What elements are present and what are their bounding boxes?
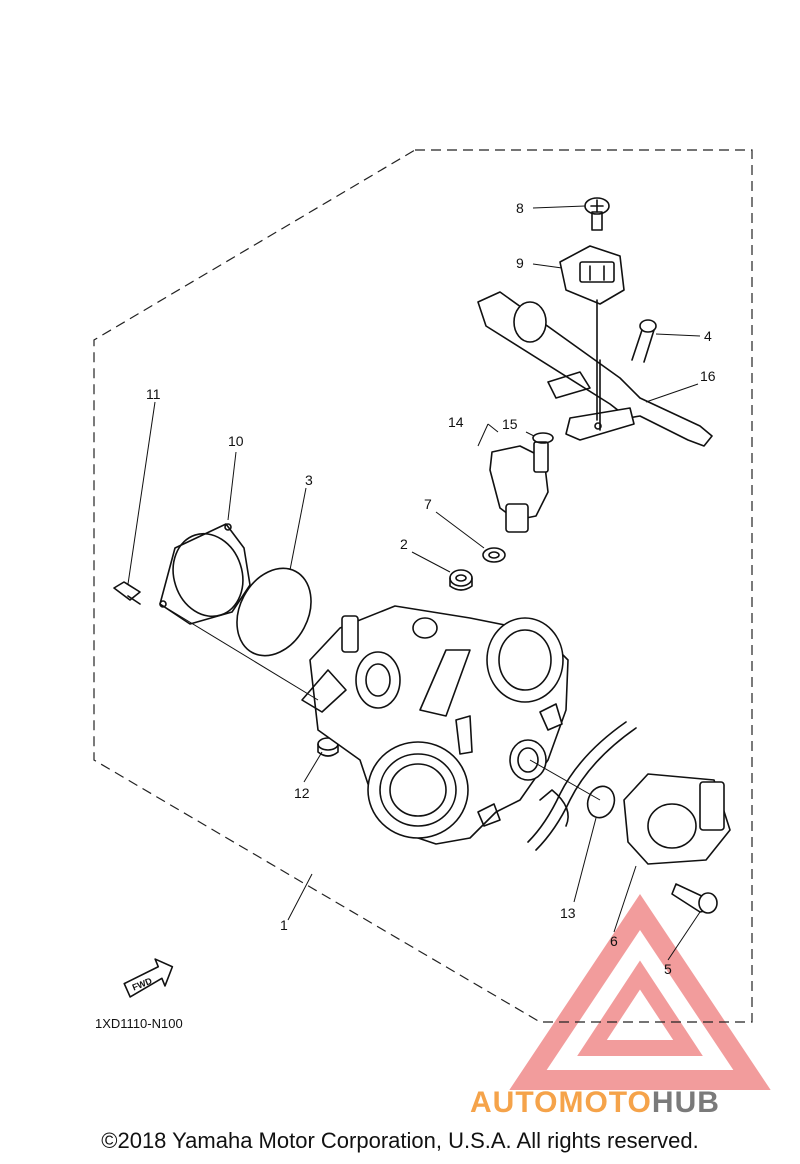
fwd-arrow-icon: FWD <box>123 958 174 998</box>
nut-part-2 <box>449 569 473 591</box>
callout-7: 7 <box>424 496 432 512</box>
screw-part-11 <box>113 581 141 605</box>
watermark-text-part2: HUB <box>652 1086 720 1119</box>
diagram-reference-code: 1XD1110-N100 <box>95 1016 183 1031</box>
injector-part-14 <box>489 441 549 533</box>
assembly-boundary <box>93 149 753 1023</box>
o-ring-part-3 <box>236 567 312 657</box>
callout-3: 3 <box>305 472 313 488</box>
sensor-part-9 <box>559 245 625 421</box>
callout-13: 13 <box>560 905 576 921</box>
fuel-rail-part-16 <box>477 291 713 447</box>
gasket-plate-part-10 <box>159 523 251 625</box>
copyright-notice: ©2018 Yamaha Motor Corporation, U.S.A. A… <box>101 1128 699 1153</box>
callout-11: 11 <box>146 386 161 402</box>
callout-10: 10 <box>228 433 244 449</box>
watermark-text: AUTOMOTOHUB <box>470 1086 720 1119</box>
bolt-part-4 <box>631 319 657 363</box>
callout-15: 15 <box>502 416 518 432</box>
callout-5: 5 <box>664 961 672 977</box>
callout-9: 9 <box>516 255 524 271</box>
watermark-text-part1: AUTOMOTO <box>470 1086 652 1119</box>
throttle-body-part-1 <box>301 605 569 845</box>
callout-14: 14 <box>448 414 464 430</box>
callout-2: 2 <box>400 536 408 552</box>
hose <box>535 727 637 851</box>
callout-4: 4 <box>704 328 712 344</box>
callout-1: 1 <box>280 917 288 933</box>
callout-16: 16 <box>700 368 716 384</box>
watermark-logo <box>509 893 771 1090</box>
screw-part-5 <box>671 883 718 914</box>
leader-lines <box>127 205 701 961</box>
seal-part-7 <box>482 547 506 563</box>
callout-8: 8 <box>516 200 524 216</box>
o-ring-part-15 <box>532 432 554 444</box>
throttle-sensor-part-6 <box>623 773 731 865</box>
screw-part-8 <box>584 197 610 231</box>
callout-6: 6 <box>610 933 618 949</box>
callout-12: 12 <box>294 785 310 801</box>
o-ring-part-13 <box>586 785 616 819</box>
